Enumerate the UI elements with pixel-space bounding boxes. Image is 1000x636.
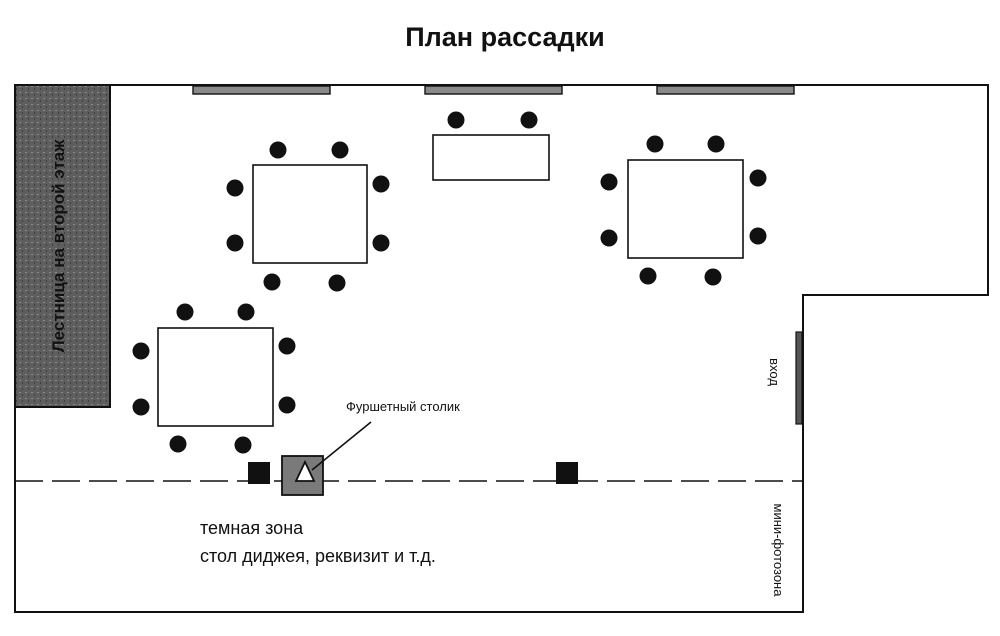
window	[424, 85, 563, 95]
chair	[169, 435, 187, 453]
chair	[132, 342, 150, 360]
chair	[704, 268, 722, 286]
stairs-label: Лестница на второй этаж	[49, 139, 68, 353]
photo-zone-label: мини-фотозона	[771, 504, 786, 598]
chair	[749, 169, 767, 187]
room-outline	[14, 84, 989, 613]
chair	[328, 274, 346, 292]
chair	[331, 141, 349, 159]
table-left-upper	[226, 141, 390, 292]
buffet-table	[281, 455, 324, 496]
chair	[447, 111, 465, 129]
chair	[639, 267, 657, 285]
entrance-door	[795, 331, 803, 425]
chair	[707, 135, 725, 153]
entrance-label: вход	[767, 358, 782, 386]
chair	[372, 234, 390, 252]
chair	[269, 141, 287, 159]
buffet-marker-icon	[294, 459, 316, 482]
table-right	[600, 135, 767, 286]
table-top-center	[432, 111, 550, 181]
chair	[234, 436, 252, 454]
window	[192, 85, 331, 95]
pillar	[556, 462, 578, 484]
pillar	[248, 462, 270, 484]
dark-zone-label: темная зона	[200, 518, 304, 538]
chair	[646, 135, 664, 153]
stairs: Лестница на второй этаж	[14, 84, 111, 408]
chair	[372, 175, 390, 193]
chair	[237, 303, 255, 321]
chair	[600, 173, 618, 191]
window	[656, 85, 795, 95]
table-left-lower	[132, 303, 296, 454]
chair	[749, 227, 767, 245]
chair	[520, 111, 538, 129]
chair	[132, 398, 150, 416]
chair	[226, 179, 244, 197]
buffet-pointer	[311, 421, 372, 471]
chair	[278, 337, 296, 355]
chair	[600, 229, 618, 247]
chair	[278, 396, 296, 414]
chair	[226, 234, 244, 252]
plan-title: План рассадки	[405, 22, 605, 52]
buffet-label: Фуршетный столик	[346, 399, 460, 414]
chair	[176, 303, 194, 321]
chair	[263, 273, 281, 291]
dark-zone-description: стол диджея, реквизит и т.д.	[200, 546, 436, 566]
